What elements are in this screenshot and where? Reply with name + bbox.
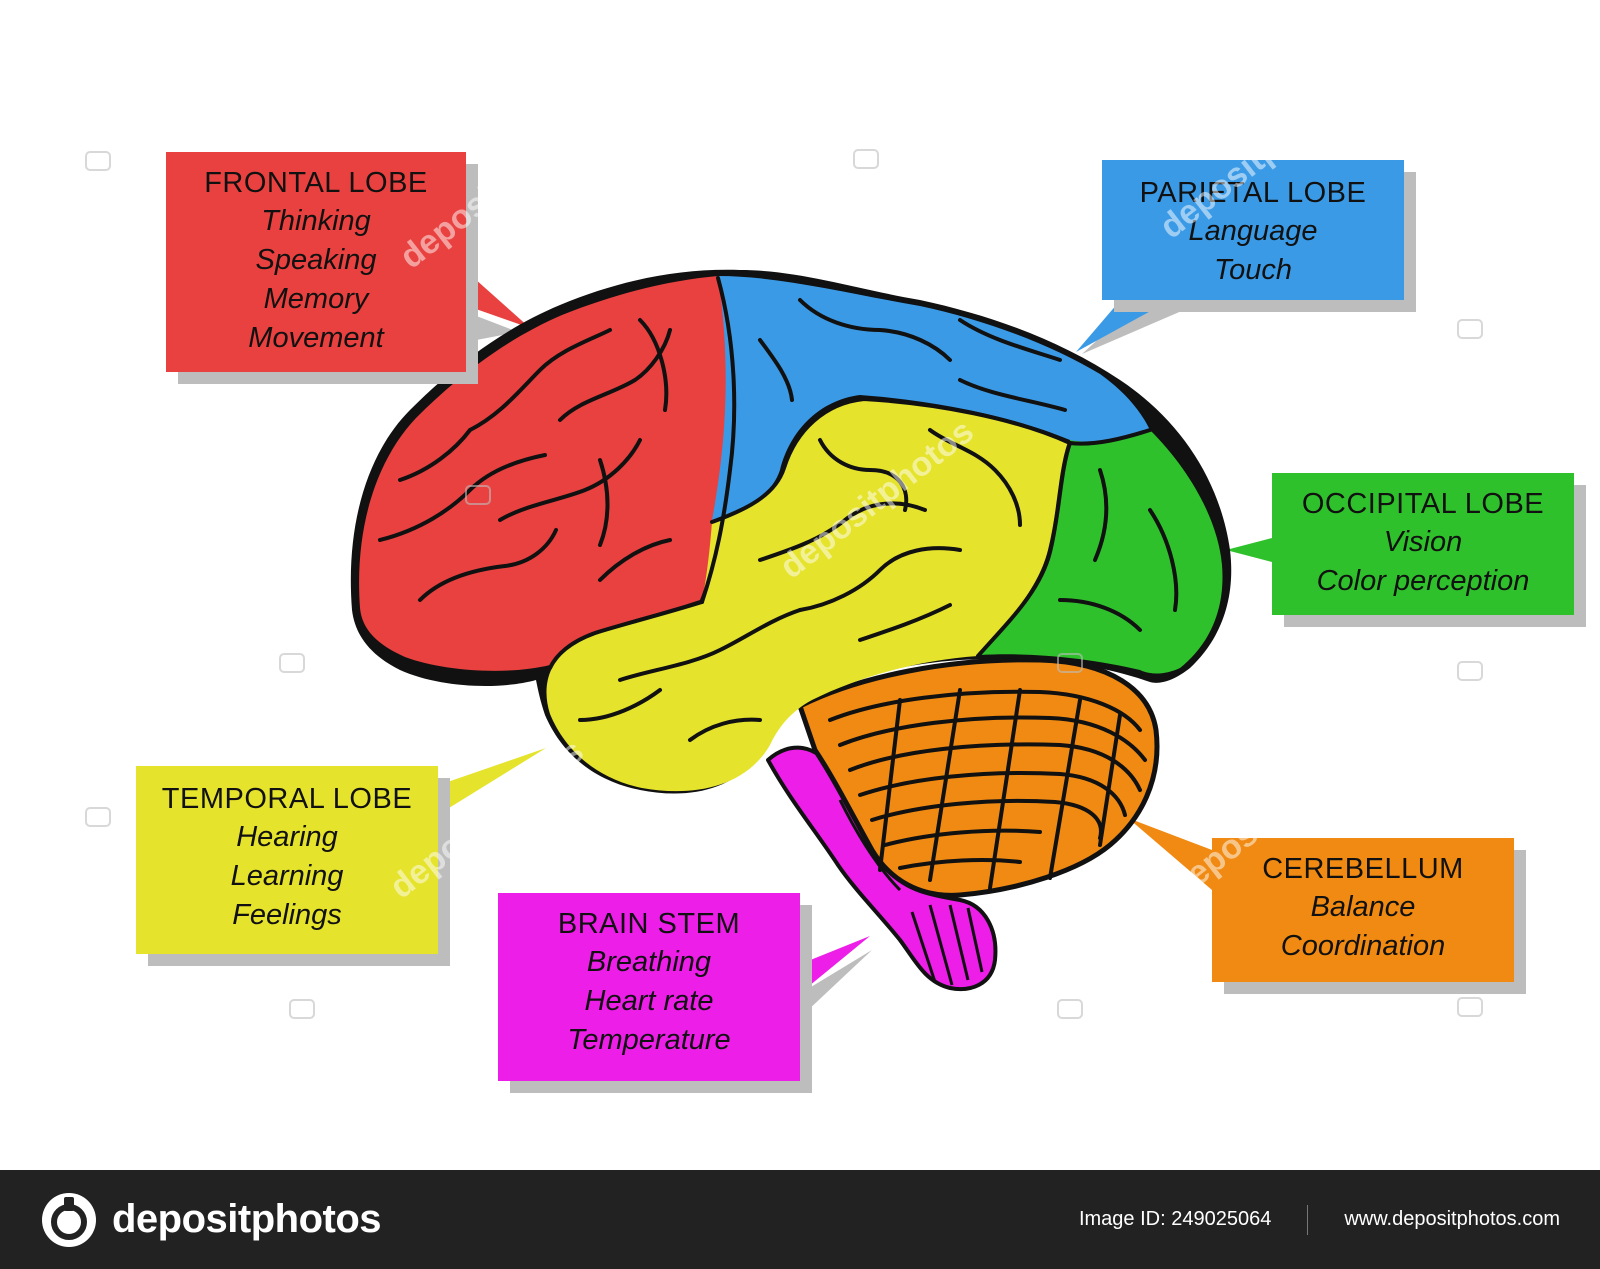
- brain-gyri: [378, 276, 1179, 742]
- footer-brand: depositphotos: [112, 1197, 382, 1241]
- parietal-lobe-function: Touch: [1214, 254, 1292, 286]
- footer-bar: depositphotos Image ID: 249025064 www.de…: [0, 1170, 1600, 1269]
- brain-stem-lines: [838, 799, 984, 986]
- parietal-pointer-shadow: [1082, 310, 1184, 354]
- frontal-lobe-function: Movement: [248, 322, 384, 354]
- brain-diagram: [85, 149, 1483, 1019]
- parietal-pointer: [1076, 296, 1178, 352]
- depositphotos-logo-icon: [42, 1192, 96, 1247]
- cerebellum-function: Coordination: [1280, 930, 1446, 962]
- cerebellum-folia: [828, 688, 1147, 890]
- cerebellum-label: CEREBELLUM Balance Coordination: [1212, 838, 1514, 982]
- footer-divider: [1307, 1204, 1309, 1235]
- frontal-lobe-label: FRONTAL LOBE Thinking Speaking Memory Mo…: [166, 152, 466, 372]
- brain-stem-label: BRAIN STEM Breathing Heart rate Temperat…: [498, 893, 800, 1081]
- temporal-lobe-function: Feelings: [232, 899, 342, 931]
- temporal-lobe-title: TEMPORAL LOBE: [161, 783, 413, 815]
- cerebellum-function: Balance: [1310, 891, 1416, 923]
- brain-stem-function: Temperature: [567, 1024, 731, 1056]
- occipital-lobe-title: OCCIPITAL LOBE: [1301, 488, 1545, 520]
- frontal-lobe-function: Thinking: [261, 205, 371, 237]
- parietal-lobe-title: PARIETAL LOBE: [1139, 177, 1367, 209]
- frontal-pointer: [456, 262, 530, 328]
- brain-stem-title: BRAIN STEM: [557, 908, 741, 940]
- temporal-lobe-label: TEMPORAL LOBE Hearing Learning Feelings: [136, 766, 438, 954]
- temporal-lobe-function: Learning: [230, 860, 344, 892]
- cerebellum-pointer: [1128, 818, 1212, 890]
- brain-stem-function: Breathing: [586, 946, 712, 978]
- temporal-lobe-function: Hearing: [236, 821, 338, 853]
- diagram-stage: FRONTAL LOBE Thinking Speaking Memory Mo…: [85, 149, 1574, 1081]
- brainstem-pointer: [798, 936, 870, 995]
- footer-logo[interactable]: depositphotos: [40, 1191, 382, 1249]
- callout-pointers: [436, 262, 1272, 1012]
- occipital-lobe-label: OCCIPITAL LOBE Vision Color perception: [1272, 473, 1574, 615]
- footer-info: Image ID: 249025064 www.depositphotos.co…: [1078, 1204, 1560, 1235]
- occipital-lobe-function: Color perception: [1316, 565, 1530, 597]
- image-id: Image ID: 249025064: [1078, 1208, 1272, 1230]
- frontal-lobe-function: Speaking: [255, 244, 377, 276]
- website-link[interactable]: www.depositphotos.com: [1344, 1208, 1560, 1230]
- brainstem-pointer-shadow: [806, 950, 872, 1012]
- cerebellum-title: CEREBELLUM: [1262, 853, 1464, 885]
- parietal-lobe: [712, 276, 1150, 520]
- temporal-lobe: [546, 398, 1068, 792]
- parietal-lobe-function: Language: [1188, 215, 1318, 247]
- occipital-lobe-function: Vision: [1383, 526, 1463, 558]
- watermark-camera-icons: [85, 149, 1483, 1019]
- occipital-pointer: [1226, 538, 1272, 562]
- occipital-lobe: [980, 430, 1223, 674]
- brain-stem-function: Heart rate: [584, 985, 714, 1017]
- frontal-lobe-function: Memory: [263, 283, 369, 315]
- temporal-pointer: [436, 748, 546, 816]
- parietal-lobe-label: PARIETAL LOBE Language Touch: [1102, 160, 1404, 300]
- frontal-lobe-title: FRONTAL LOBE: [204, 167, 428, 199]
